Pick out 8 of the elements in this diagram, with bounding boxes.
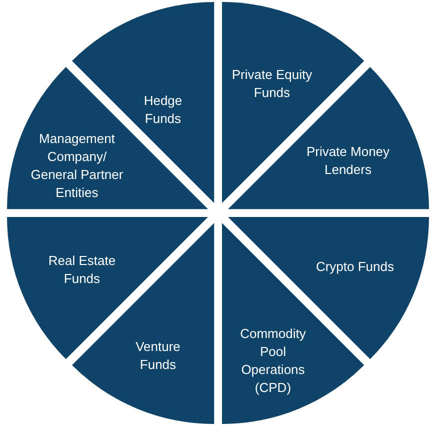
segment-label: Management Company/ General Partner Entities (30, 130, 124, 202)
segment-label: Private Equity Funds (230, 66, 314, 102)
segment-label: Hedge Funds (142, 92, 184, 128)
segment-label: Crypto Funds (314, 258, 395, 276)
segment-label: Private Money Lenders (305, 142, 391, 179)
segment-label: Commodity Pool Operations (CPD) (239, 324, 307, 397)
segment-label: Real Estate Funds (47, 252, 117, 288)
segment-label: Venture Funds (134, 338, 182, 374)
